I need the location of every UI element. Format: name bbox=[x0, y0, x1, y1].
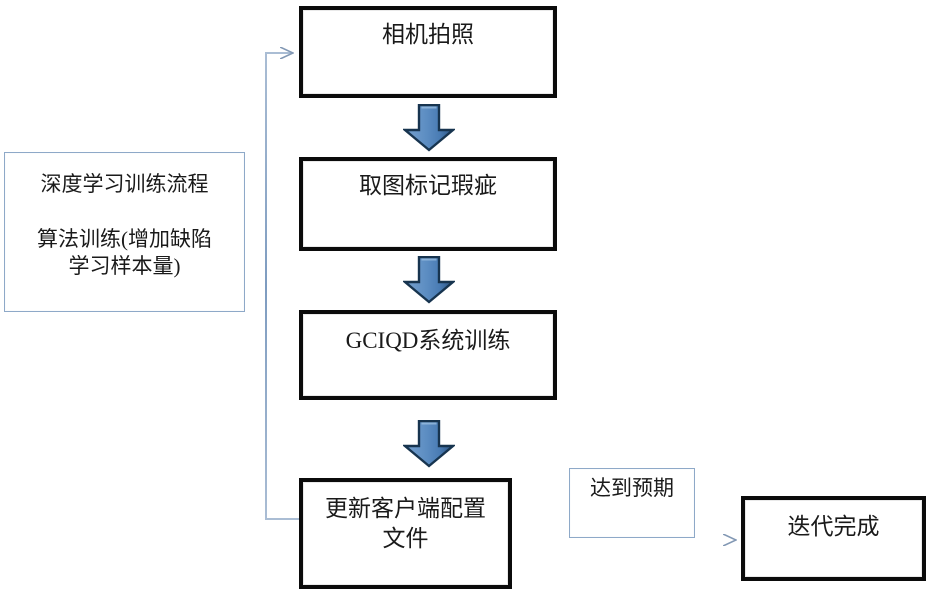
node-label: GCIQD系统训练 bbox=[345, 328, 511, 353]
node-label: 达到预期 bbox=[590, 476, 674, 500]
node-deep-learning-training-flow[interactable]: 深度学习训练流程 算法训练(增加缺陷 学习样本量) bbox=[4, 152, 245, 312]
node-camera-capture[interactable]: 相机拍照 bbox=[299, 6, 557, 98]
node-reached-expectation[interactable]: 达到预期 bbox=[569, 468, 695, 538]
node-label: 相机拍照 bbox=[382, 22, 474, 47]
arrow-feedback-loop-to-camera bbox=[265, 53, 300, 520]
node-gciqd-system-training[interactable]: GCIQD系统训练 bbox=[299, 310, 557, 400]
node-update-client-config-file[interactable]: 更新客户端配置 文件 bbox=[299, 478, 512, 589]
node-label: 更新客户端配置 文件 bbox=[325, 496, 486, 551]
node-label: 迭代完成 bbox=[787, 514, 880, 539]
arrow-mark-to-training-icon bbox=[401, 255, 457, 304]
node-capture-and-mark-defects[interactable]: 取图标记瑕疵 bbox=[299, 157, 557, 251]
arrow-camera-to-mark-icon bbox=[401, 103, 457, 152]
node-label: 取图标记瑕疵 bbox=[359, 173, 497, 198]
arrow-training-to-update-icon bbox=[401, 419, 457, 468]
node-iteration-complete[interactable]: 迭代完成 bbox=[741, 496, 926, 581]
node-label: 深度学习训练流程 算法训练(增加缺陷 学习样本量) bbox=[37, 172, 212, 278]
